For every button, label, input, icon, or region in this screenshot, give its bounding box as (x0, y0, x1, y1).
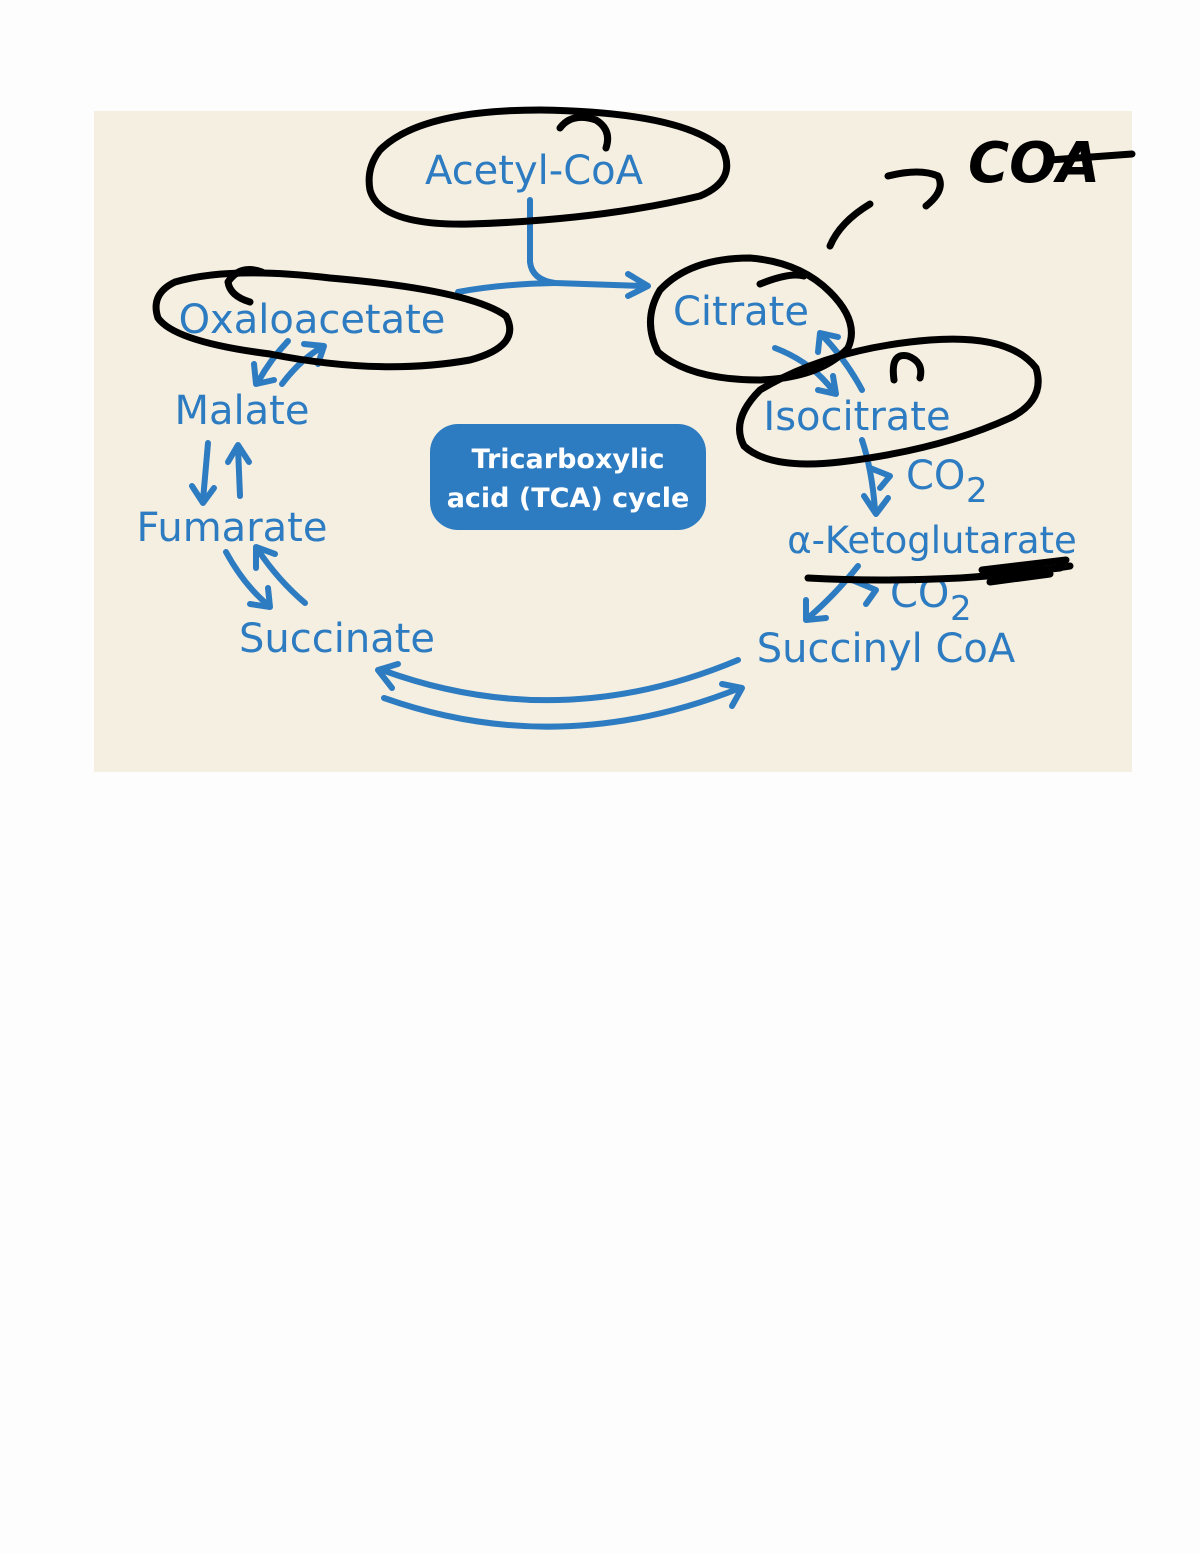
ink-loop-isocitrate (889, 352, 925, 384)
arrow-head-oxaloacetate (301, 341, 327, 367)
arrow-head-citrate (625, 271, 651, 299)
arrow-head-malate-2 (251, 361, 277, 387)
arrow-head-succinylcoa-2 (719, 681, 745, 709)
center-box-line2: acid (TCA) cycle (447, 483, 690, 514)
svg-text:CO: CO (906, 453, 965, 499)
metabolite-succinate: Succinate (239, 616, 435, 662)
metabolite-fumarate: Fumarate (137, 505, 328, 551)
arrow-head-succinate (375, 661, 401, 691)
center-box (430, 424, 706, 530)
metabolite-isocitrate: Isocitrate (763, 394, 950, 440)
arrow-head-citrate-back (815, 330, 841, 355)
arrow-fumarate-to-succinate (223, 549, 271, 608)
center-box-line1: Tricarboxylic (472, 444, 665, 475)
arrow-co2-branch-2 (849, 577, 879, 607)
arrow-head-akg (861, 493, 891, 517)
ink-curve-to-coa-2 (884, 168, 944, 210)
svg-text:2: 2 (966, 471, 988, 511)
arrow-isocitrate-to-citrate (819, 332, 865, 393)
metabolite-acetyl-coa: Acetyl-CoA (425, 148, 644, 194)
arrow-head-fumarate (253, 544, 278, 571)
reaction-arrows (189, 197, 893, 730)
arrow-succinate-to-succinylcoa (381, 685, 743, 730)
arrow-akg-to-succinylcoa (805, 563, 861, 621)
metabolite-succinyl-coa: Succinyl CoA (757, 626, 1016, 672)
arrow-co2-branch-1 (867, 465, 893, 491)
arrow-oxaloacetate-to-malate (255, 338, 291, 385)
arrow-head-malate (225, 442, 252, 465)
ink-tick-citrate (756, 271, 808, 288)
metabolite-citrate: Citrate (673, 289, 809, 335)
ink-coa-tail (1046, 150, 1136, 164)
metabolite-malate: Malate (175, 388, 310, 434)
arrow-fumarate-to-malate (235, 445, 243, 499)
ink-circle-oxaloacetate (152, 269, 514, 371)
arrow-malate-to-fumarate (200, 440, 211, 503)
arrow-succinylcoa-to-succinate (379, 657, 741, 704)
arrow-isocitrate-to-akg (859, 437, 878, 513)
metabolite-oxaloacetate: Oxaloacetate (179, 297, 446, 343)
arrow-head-succinate-2 (247, 585, 273, 610)
arrow-oxaloacetate-join (455, 280, 558, 295)
ink-scribble-akg (978, 556, 1070, 586)
svg-text:2: 2 (950, 589, 972, 629)
arrow-succinate-to-fumarate (255, 547, 308, 606)
ink-circle-citrate (646, 254, 855, 384)
ink-loop-oxaloacetate (224, 266, 266, 306)
ink-curve-to-coa (826, 200, 874, 250)
arrow-head-fumarate-2 (189, 483, 217, 506)
ink-text-coa: COA (968, 131, 1100, 196)
handwritten-annotations: COA (152, 106, 1136, 586)
ink-loop-acetyl-coa (556, 113, 612, 152)
arrow-head-isocitrate (815, 373, 839, 397)
byproduct-co2-first: CO 2 (906, 453, 988, 511)
metabolite-alpha-ketoglutarate: α-Ketoglutarate (787, 519, 1077, 562)
arrow-head-succinylcoa (803, 597, 829, 623)
ink-circle-isocitrate (736, 335, 1042, 468)
ink-circle-acetyl-coa (365, 106, 731, 228)
